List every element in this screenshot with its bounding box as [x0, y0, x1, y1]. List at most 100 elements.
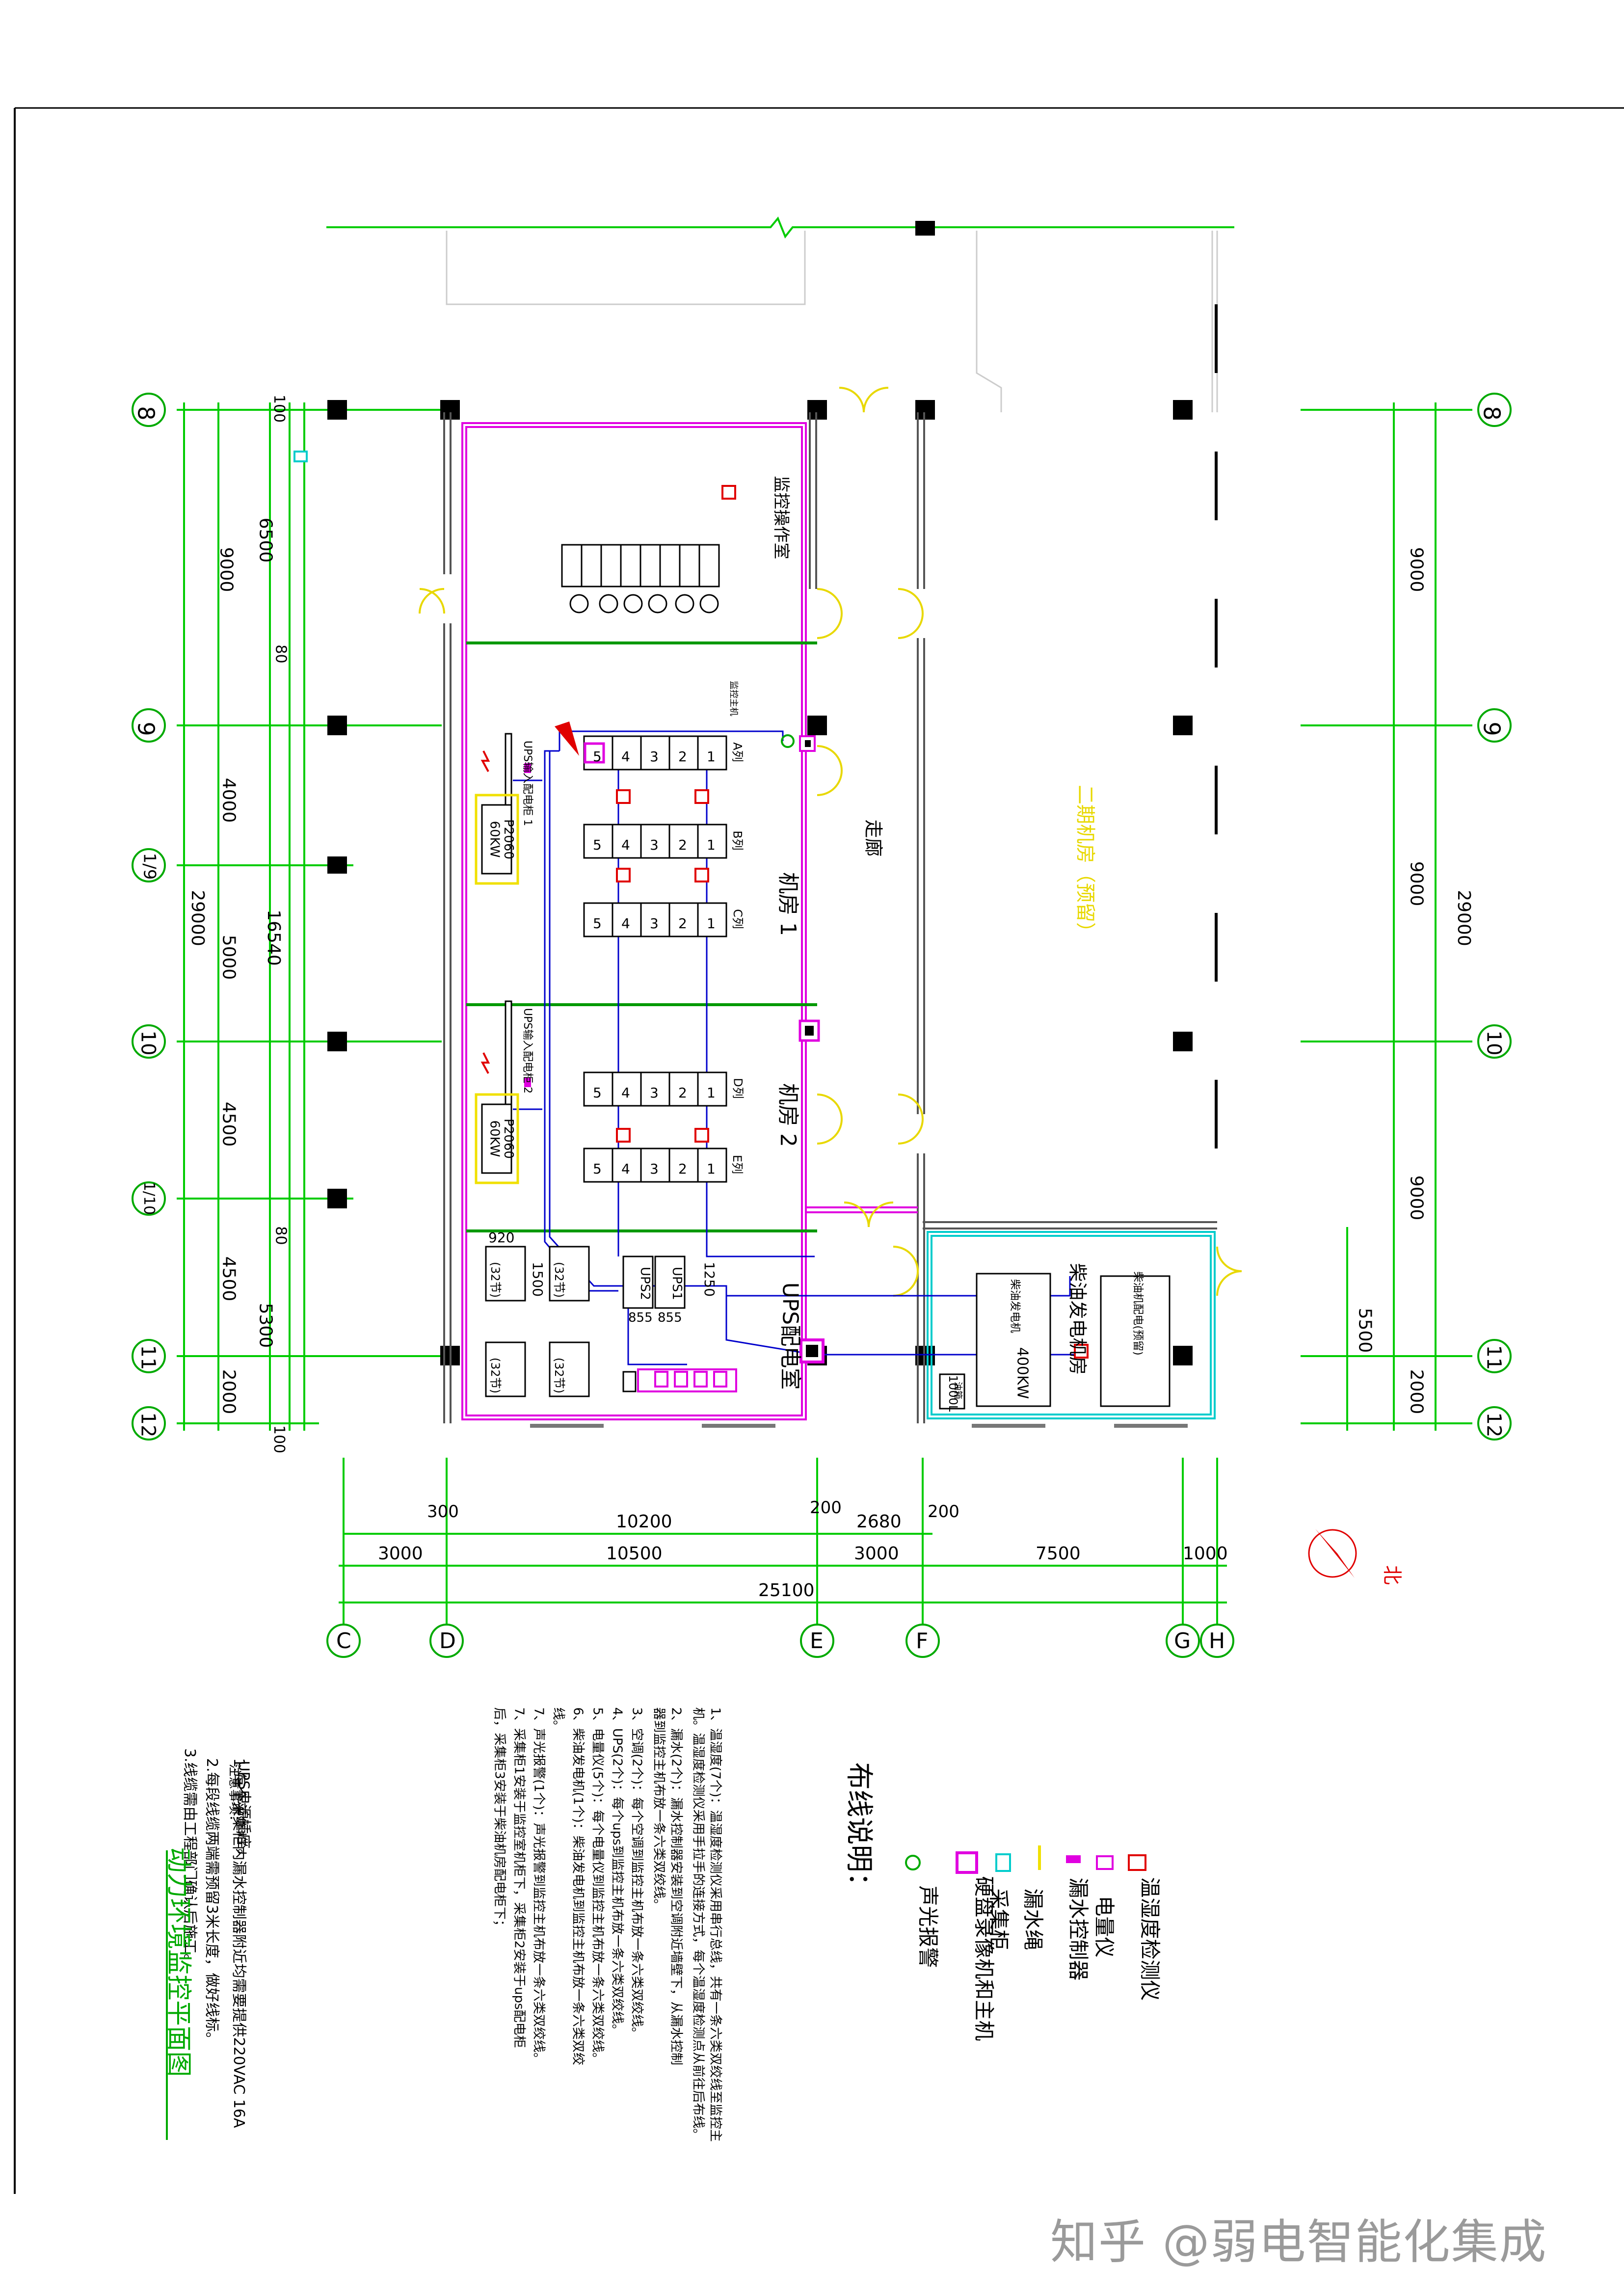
axis-label-row-1-10-left: 1/10	[140, 1181, 158, 1215]
notes-line: 1、温湿度(7个)：温湿度检测仪采用串行总线，共有一条六类双绞线至监控主	[708, 1707, 723, 2142]
label-dim-1250: 1250	[701, 1261, 718, 1297]
axis-label-row-9-right: 9	[1478, 721, 1505, 736]
dim-bottom-300: 300	[427, 1502, 459, 1522]
dim-bottom-25100: 25100	[758, 1580, 815, 1601]
dim-left-5000: 5000	[218, 934, 239, 980]
axis-label-row-8-right: 8	[1478, 406, 1505, 421]
watermark: 知乎 @弱电智能化集成	[1050, 2215, 1547, 2269]
label-generator-power: 400KW	[1013, 1347, 1031, 1399]
axis-label-row-9-left: 9	[133, 721, 160, 736]
axis-label-col-G: G	[1174, 1629, 1191, 1654]
label-battery-3: (32节)	[488, 1357, 503, 1394]
nvr-host	[555, 721, 605, 764]
dim-left-100-bottom: 100	[270, 1425, 288, 1454]
label-ac1-model: P2060	[501, 819, 516, 859]
rack-number: 5	[593, 748, 602, 765]
dim-right-9000-a: 9000	[1406, 547, 1427, 592]
temp-humidity-sensors	[616, 485, 1089, 1359]
label-switch-cabinet: 柴油机配电(预留)	[1131, 1271, 1144, 1356]
dim-left-5300: 5300	[255, 1303, 276, 1348]
axis-label-col-D: D	[439, 1629, 456, 1654]
label-ups1: UPS1	[669, 1267, 684, 1300]
doors	[419, 387, 1242, 1297]
label-generator-name: 柴油发电机	[1009, 1279, 1021, 1334]
rack-number: 3	[650, 1085, 659, 1101]
ups-room-meters	[637, 1368, 737, 1392]
dim-bottom-1000: 1000	[1183, 1544, 1228, 1564]
north-arrow	[1308, 1529, 1357, 1578]
rack-number: 3	[650, 748, 659, 765]
dim-left-80-b: 80	[272, 1226, 290, 1245]
dim-bottom-3000b: 3000	[854, 1544, 899, 1564]
dim-left-2000: 2000	[218, 1369, 239, 1415]
dim-bottom-200a: 200	[810, 1498, 842, 1518]
axis-label-row-8-left: 8	[133, 406, 160, 421]
dim-right-29000: 29000	[1453, 890, 1474, 946]
rack-number: 5	[593, 1085, 602, 1101]
notes-line: 线。	[551, 1707, 566, 1733]
label-oil-tank-name: 油箱	[953, 1382, 963, 1399]
room-label-ups: UPS配电室	[777, 1282, 803, 1390]
dim-right-9000-b: 9000	[1406, 861, 1427, 907]
notes-line: 3、空调(2个)：每个空调到监控主机布放一条六类双绞线。	[629, 1707, 644, 2040]
label-ups-rack-2: UPS输入配电柜 2	[521, 1008, 534, 1094]
remarks-line: 2.每段线缆两端需预留3米长度，做好线标。	[203, 1758, 220, 2047]
rack-row-label-C: C列	[730, 909, 745, 929]
rack-number: 4	[621, 1085, 630, 1101]
legend-leak-ctrl: 漏水控制器	[1066, 1877, 1091, 1981]
rack-row-label-A: A列	[730, 742, 745, 762]
rack-number: 1	[707, 1161, 716, 1177]
label-battery-4: (32节)	[552, 1357, 566, 1394]
monitor-consoles	[561, 544, 720, 614]
axis-grid	[177, 216, 1472, 1625]
rack-number: 1	[707, 748, 716, 765]
dim-left-16540: 16540	[263, 909, 284, 966]
axis-label-col-C: C	[336, 1629, 351, 1654]
rack-number: 5	[593, 837, 602, 853]
axis-label-row-12-left: 12	[136, 1412, 160, 1438]
label-ups2-width: 855	[628, 1310, 653, 1325]
dim-bottom-10500: 10500	[606, 1544, 663, 1564]
label-ups-rack-1: UPS输入配电柜 1	[521, 740, 534, 827]
dim-left-100-top: 100	[270, 394, 288, 423]
rack-number: 2	[678, 1161, 687, 1177]
ups-input-panels	[480, 733, 512, 1115]
dim-bottom-2680: 2680	[856, 1512, 902, 1532]
label-ups1-width: 855	[658, 1310, 682, 1325]
legend-nvr: 硬盘录像机和主机	[972, 1876, 996, 2041]
dim-bottom-10200: 10200	[616, 1512, 672, 1532]
label-ac2-power: 60KW	[487, 1120, 502, 1157]
notes-line: 机。温湿度检测仪采用手拉手的连接方式，每个温湿度检测点从前往后布线。	[691, 1707, 706, 2141]
rack-number: 2	[678, 1085, 687, 1101]
axis-label-row-10-left: 10	[136, 1030, 160, 1056]
structural-columns	[327, 221, 1193, 1365]
notes-line: 7、采集柜1安装于监控室机柜下，采集柜2安装于ups配电柜	[511, 1707, 527, 2048]
dim-bottom-7500: 7500	[1036, 1544, 1081, 1564]
rack-number: 4	[621, 837, 630, 853]
building-walls	[443, 231, 1218, 1428]
notes-line: 器到监控主机布放一条六类双绞线。	[651, 1707, 666, 1912]
air-conditioners	[475, 794, 519, 1184]
rack-number: 4	[621, 915, 630, 932]
rack-number: 4	[621, 1161, 630, 1177]
notes-line: 5、电量仪(5个)：每个电量仪到监控主机布放一条六类双绞线。	[590, 1707, 605, 2065]
rack-number: 3	[650, 837, 659, 853]
room-label-machine-2: 机房 2	[775, 1083, 800, 1147]
legend-symbols	[905, 1845, 1146, 1874]
room-label-corridor: 走廊	[862, 819, 884, 857]
rack-number: 4	[621, 748, 630, 765]
notes-line: 4、UPS(2个)：每个ups到监控主机布放一条六类双绞线。	[610, 1707, 625, 2037]
rack-row-label-D: D列	[731, 1078, 745, 1099]
room-label-phase2: 二期机房（预留）	[1074, 785, 1096, 942]
axis-label-row-1-9-left: 1/9	[139, 853, 160, 880]
room-label-generator: 柴油发电机房	[1066, 1263, 1089, 1375]
drawing-title: 动力环境监控平面图	[163, 1847, 193, 2077]
ups-room-host	[799, 735, 825, 1363]
dim-left-6500: 6500	[255, 517, 276, 563]
legend-leak-rope: 漏水绳	[1021, 1888, 1045, 1950]
north-label: 北	[1381, 1565, 1403, 1585]
rack-row-label-B: B列	[730, 830, 745, 851]
label-dim-920: 920	[488, 1229, 515, 1246]
notes-line: 后，采集柜3安装于柴油机房配电柜下；	[492, 1707, 507, 1933]
room-label-monitor: 监控操作室	[771, 476, 791, 560]
